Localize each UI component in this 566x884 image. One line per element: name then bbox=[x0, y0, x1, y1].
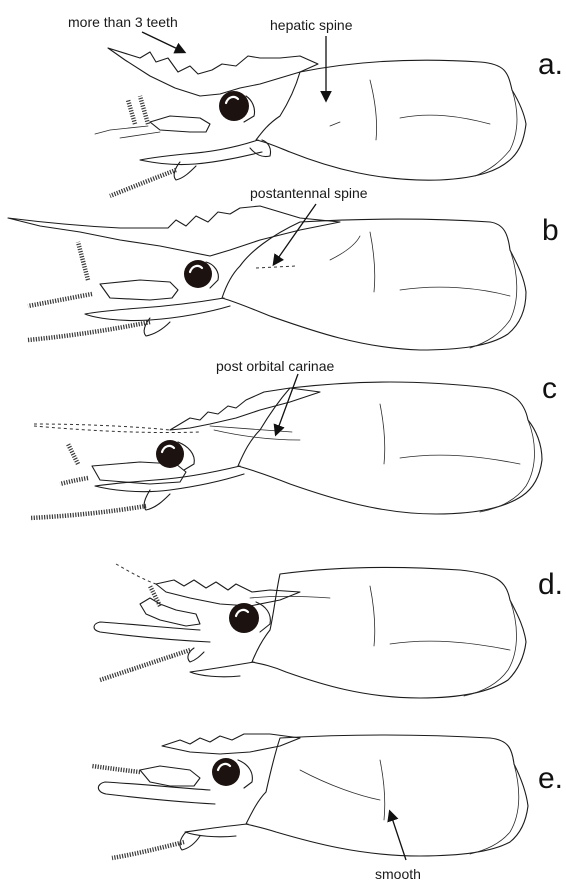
arrow-postorbital bbox=[276, 374, 298, 434]
label-smooth: smooth bbox=[375, 866, 421, 882]
antenna-a2 bbox=[110, 170, 176, 196]
rostrum-tip-d bbox=[116, 564, 156, 584]
antenna-b1 bbox=[78, 242, 88, 280]
arrow-teeth bbox=[142, 32, 184, 52]
rostrum-b bbox=[8, 206, 340, 256]
eye-e bbox=[212, 758, 240, 786]
antenna-a1 bbox=[128, 100, 135, 124]
label-post-orbital-carinae: post orbital carinae bbox=[216, 358, 335, 374]
label-hepatic-spine: hepatic spine bbox=[270, 17, 353, 33]
panel-letter-a: a. bbox=[538, 48, 563, 81]
panel-a bbox=[95, 48, 526, 196]
antenna-d2 bbox=[100, 650, 190, 680]
panel-c bbox=[30, 382, 542, 518]
carapace-e bbox=[246, 735, 528, 856]
panel-letter-c: c bbox=[542, 372, 557, 405]
rostrum-e bbox=[162, 734, 300, 754]
antenna-c1 bbox=[68, 444, 78, 464]
arrow-smooth bbox=[390, 812, 406, 860]
antennal-scale-e bbox=[98, 782, 215, 804]
antenna-c2 bbox=[30, 506, 146, 518]
panel-letter-d: d. bbox=[538, 568, 563, 601]
antenna-e1 bbox=[92, 766, 140, 772]
rostrum-c bbox=[170, 388, 320, 430]
antennal-scale-a bbox=[140, 140, 262, 165]
label-more-than-3-teeth: more than 3 teeth bbox=[68, 14, 178, 30]
antennal-scale-b bbox=[85, 298, 230, 321]
antennal-scale-c bbox=[95, 466, 244, 492]
carapace-a bbox=[256, 60, 526, 180]
antenna-e2 bbox=[112, 842, 184, 858]
eye-b bbox=[184, 260, 212, 288]
eye-d bbox=[229, 603, 259, 633]
eye-c bbox=[156, 440, 184, 468]
antenna-b2 bbox=[28, 322, 150, 340]
panel-b bbox=[8, 206, 526, 350]
panel-d bbox=[94, 564, 526, 698]
panel-letter-e: e. bbox=[538, 762, 563, 795]
rostrum-a bbox=[108, 48, 318, 96]
label-postantennal-spine: postantennal spine bbox=[250, 185, 368, 201]
panel-letter-b: b bbox=[542, 214, 559, 247]
eye-a bbox=[219, 91, 249, 121]
arrow-postantennal bbox=[274, 204, 316, 264]
carapace-d bbox=[252, 567, 526, 698]
rostrum-tip-c bbox=[34, 424, 170, 430]
carapace-c bbox=[238, 382, 542, 514]
panel-e bbox=[92, 734, 528, 858]
